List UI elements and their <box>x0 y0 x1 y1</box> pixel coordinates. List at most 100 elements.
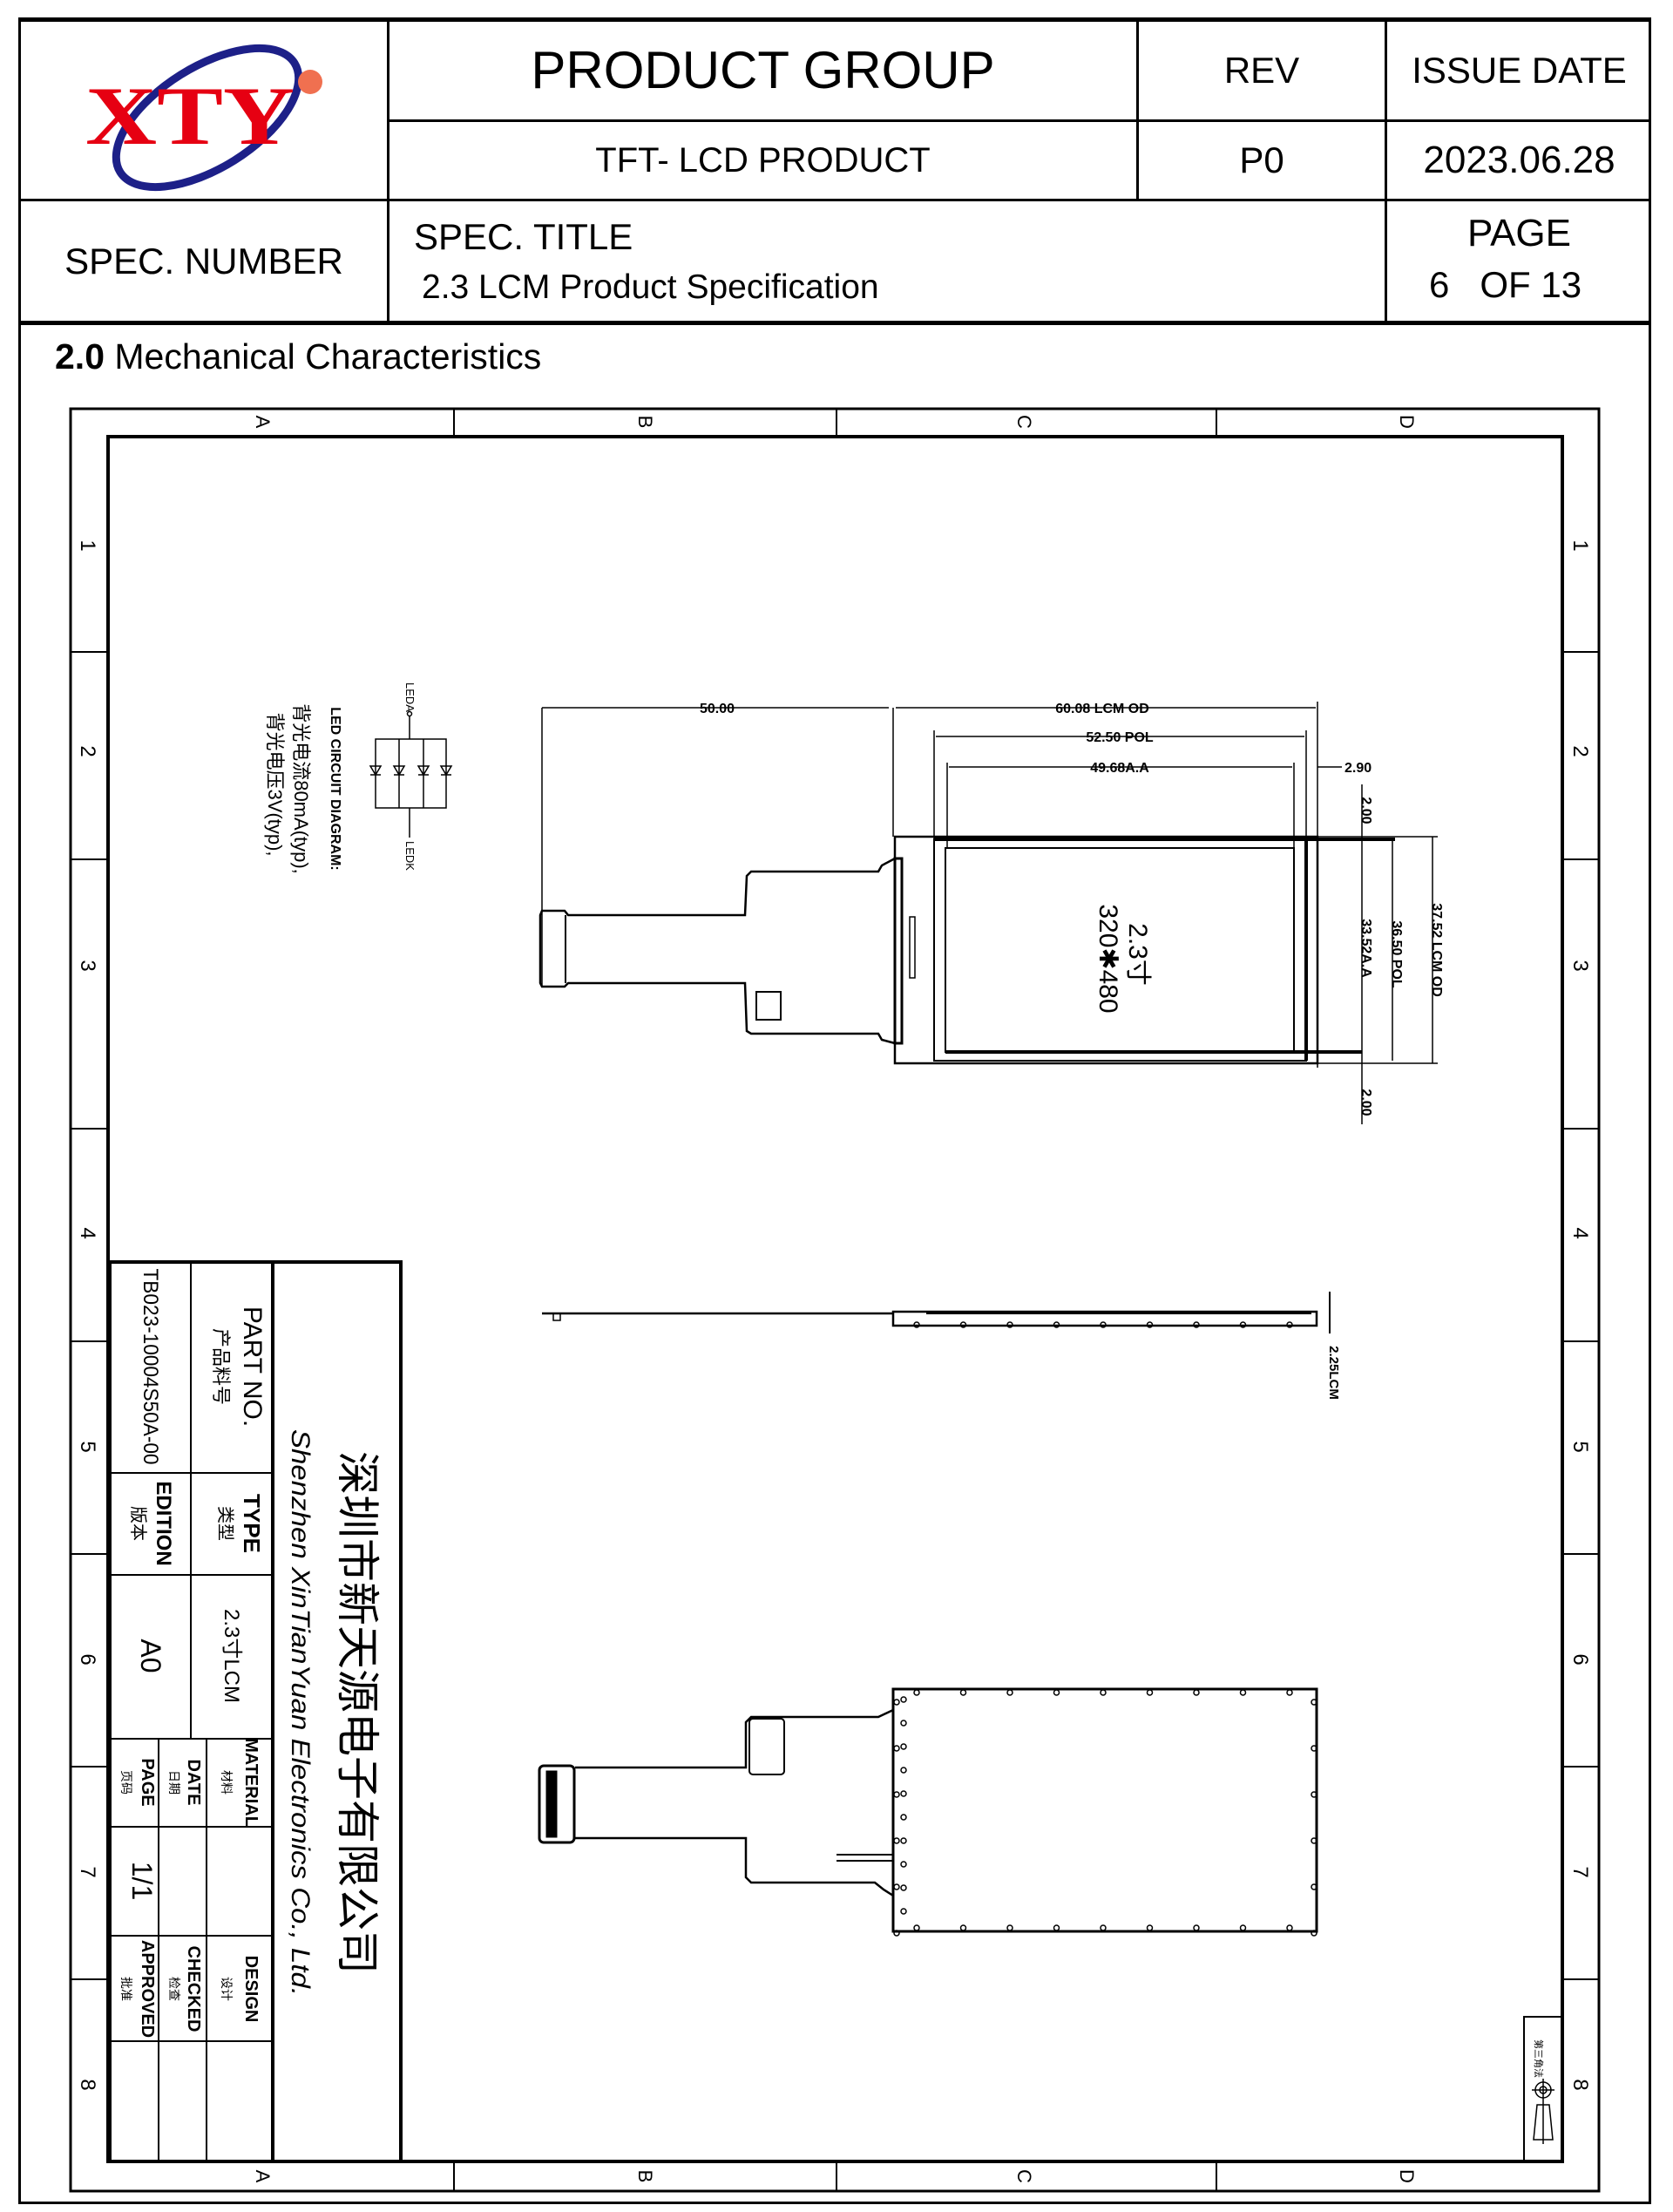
back-fpc-connector <box>538 1764 576 1844</box>
mounting-hole <box>1193 1689 1200 1696</box>
zone-col-label: B <box>634 2170 656 2183</box>
zone-row-label: 6 <box>76 1653 99 1665</box>
fpc-outline <box>538 857 896 1045</box>
mounting-hole <box>959 1924 967 1931</box>
part-no-label: PART NO. <box>238 1306 267 1427</box>
mounting-hole <box>1100 1689 1107 1696</box>
projection-label: 第三角法 <box>1533 2039 1545 2078</box>
issue-date-label: ISSUE DATE <box>1412 49 1627 91</box>
checked-label-cn: 检查 <box>167 1977 181 2001</box>
led-icon <box>392 765 406 777</box>
mounting-hole <box>1239 1689 1247 1696</box>
dim-pol-height: 36.50 POL <box>1389 920 1404 988</box>
zone-row-label: 2 <box>1568 745 1592 757</box>
zone-col-label: A <box>252 416 274 429</box>
page-label: PAGE <box>138 1758 157 1806</box>
zone-row-label: 5 <box>76 1441 99 1452</box>
logo-text: XTY <box>85 70 295 162</box>
mounting-hole <box>1146 1689 1154 1696</box>
design-label: DESIGN <box>241 1956 261 2023</box>
drawing-inner-frame <box>106 435 1564 2163</box>
date-label: DATE <box>184 1760 203 1806</box>
rev-value: P0 <box>1239 139 1284 180</box>
mounting-hole <box>1193 1924 1200 1931</box>
mounting-hole <box>1146 1321 1154 1328</box>
zone-col-label: D <box>1396 2169 1418 2183</box>
page-value: 1/1 <box>126 1862 158 1900</box>
mounting-hole <box>1311 1791 1317 1798</box>
zone-row-label: 3 <box>1568 960 1592 971</box>
page-label: PAGE <box>1466 212 1571 254</box>
zone-labels: A B C D A B C D <box>252 415 1418 2183</box>
mounting-hole <box>1006 1689 1013 1696</box>
mounting-hole <box>900 1696 907 1703</box>
type-value: 2.3寸LCM <box>220 1609 243 1703</box>
approved-label-cn: 批准 <box>119 1977 133 2001</box>
mounting-hole <box>959 1321 967 1328</box>
material-label-cn: 材料 <box>220 1770 234 1795</box>
led-voltage-note: 背光电压3V(typ), <box>264 712 286 856</box>
type-label-cn: 类型 <box>215 1506 235 1541</box>
mounting-hole <box>1006 1321 1013 1328</box>
back-lcm-outline <box>891 1687 1318 1933</box>
mounting-hole <box>1053 1689 1060 1696</box>
checked-label: CHECKED <box>184 1946 203 2032</box>
zone-ticks <box>71 409 1599 2191</box>
drawing-outer-frame <box>69 407 1601 2193</box>
part-no-label-cn: 产品料号 <box>210 1328 232 1405</box>
fpc-connector <box>755 991 782 1021</box>
led-circuit-title: LED CIRCUIT DIAGRAM: <box>328 707 342 871</box>
part-no-value: TB023-10004S50A-00 <box>139 1269 162 1465</box>
zone-col-label: D <box>1396 415 1418 429</box>
led-icon <box>439 765 453 777</box>
dim-top-margin: 2.00 <box>1358 797 1373 824</box>
mounting-hole <box>893 1883 900 1890</box>
spec-title-label: SPEC. TITLE <box>414 216 633 257</box>
led-circuit-diagram: LED CIRCUIT DIAGRAM: 背光电流80mA(typ), 背光电压… <box>264 682 453 874</box>
mounting-hole <box>893 1699 900 1706</box>
mounting-hole <box>1146 1924 1154 1931</box>
mounting-hole <box>1286 1924 1293 1931</box>
mounting-hole <box>1311 1837 1317 1844</box>
mounting-hole <box>1053 1924 1060 1931</box>
projection-symbol: 第三角法 <box>1523 2016 1563 2162</box>
led-cathode-label: LEDK <box>403 841 417 871</box>
front-view <box>538 702 1438 1124</box>
mounting-hole <box>900 1837 907 1844</box>
led-icon <box>369 765 383 777</box>
mounting-hole <box>1193 1321 1200 1328</box>
mounting-hole <box>1311 1699 1317 1706</box>
zone-row-label: 1 <box>76 539 99 551</box>
third-angle-projection-icon <box>1532 2079 1554 2144</box>
material-label: MATERIAL <box>241 1738 261 1827</box>
title-block-text: 深圳市新天源电子有限公司 Shenzhen XinTianYuan Electr… <box>119 1269 382 2039</box>
led-icon <box>417 765 430 777</box>
zone-col-label: B <box>634 416 656 429</box>
mounting-hole <box>900 1814 907 1821</box>
mounting-hole <box>1311 1930 1317 1937</box>
mounting-hole <box>1239 1321 1247 1328</box>
header-top-rule <box>18 17 1651 22</box>
company-name-en: Shenzhen XinTianYuan Electronics Co., Lt… <box>286 1429 315 1996</box>
rev-label: REV <box>1223 49 1300 91</box>
zone-row-label: 8 <box>1568 2079 1592 2090</box>
page-label-cn: 页码 <box>119 1770 133 1795</box>
side-view <box>542 1292 1331 1333</box>
header-col-divider <box>1385 18 1387 322</box>
mounting-hole <box>959 1689 967 1696</box>
zone-col-label: A <box>252 2170 274 2183</box>
mounting-hole <box>1100 1924 1107 1931</box>
zone-row-label: 4 <box>76 1227 99 1238</box>
panel-resolution-label: 320✱480 <box>1094 904 1122 1013</box>
zone-row-label: 8 <box>76 2079 99 2090</box>
edition-label: EDITION <box>152 1481 175 1565</box>
mounting-hole <box>1311 1745 1317 1752</box>
mounting-hole <box>1286 1321 1293 1328</box>
zone-row-label: 7 <box>76 1866 99 1877</box>
mounting-hole <box>913 1924 920 1931</box>
zone-row-label: 6 <box>1568 1653 1592 1665</box>
mounting-hole <box>893 1745 900 1752</box>
mounting-hole <box>913 1321 920 1328</box>
section-heading: 2.0 Mechanical Characteristics <box>55 336 541 377</box>
